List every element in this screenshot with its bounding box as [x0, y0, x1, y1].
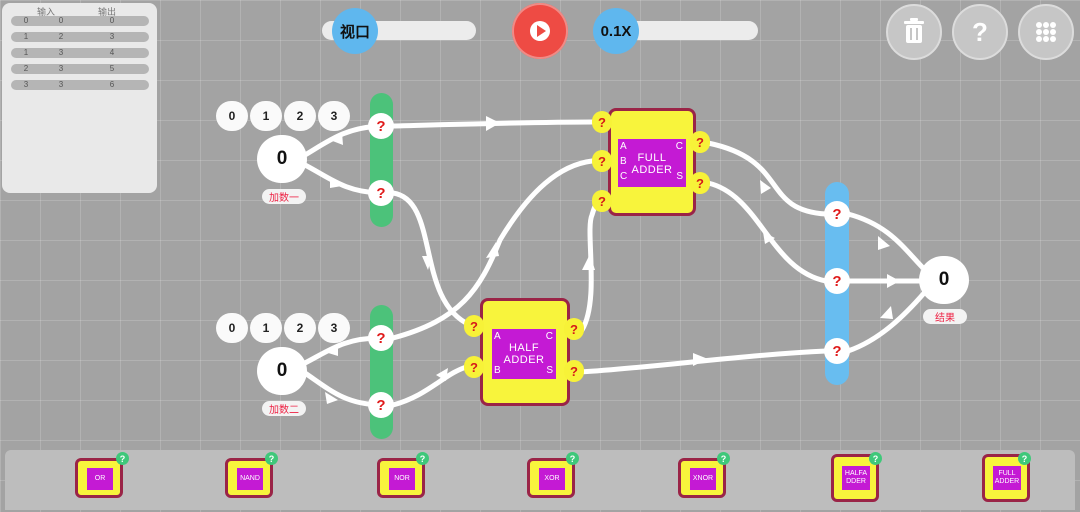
- bus-pin-unknown[interactable]: ?: [824, 268, 850, 294]
- bus-pin-unknown[interactable]: ?: [368, 392, 394, 418]
- addend2-option-0[interactable]: 0: [216, 313, 248, 343]
- bus-pin-unknown[interactable]: ?: [368, 325, 394, 351]
- wire: [845, 289, 928, 354]
- wire-arrow: [760, 180, 771, 194]
- addend1-node[interactable]: 0: [257, 135, 307, 183]
- wire-arrow: [693, 353, 708, 366]
- wire: [577, 348, 829, 375]
- wire-arrow: [330, 178, 342, 188]
- palette-or-help-badge[interactable]: ?: [116, 452, 129, 465]
- bus-pin-unknown[interactable]: ?: [824, 338, 850, 364]
- table-row: 1 2 3: [11, 32, 149, 42]
- wire-arrow: [325, 392, 338, 404]
- wire: [390, 363, 473, 408]
- addend2-label: 加数二: [262, 401, 306, 416]
- addend1-label: 加数一: [262, 189, 306, 204]
- wire-arrow: [436, 368, 448, 381]
- palette-xnor-help-badge[interactable]: ?: [717, 452, 730, 465]
- menu-grid-button[interactable]: [1018, 4, 1074, 60]
- palette-nor-help-badge[interactable]: ?: [416, 452, 429, 465]
- table-row: 0 0 0: [11, 16, 149, 26]
- wire-arrow: [878, 236, 890, 250]
- addend1-option-0[interactable]: 0: [216, 101, 248, 131]
- help-button[interactable]: ?: [952, 4, 1008, 60]
- truth-table-header-input: 输入: [37, 7, 56, 17]
- palette-half-adder-help-badge[interactable]: ?: [869, 452, 882, 465]
- addend2-node[interactable]: 0: [257, 347, 307, 395]
- palette-nand-gate[interactable]: NAND: [225, 458, 273, 498]
- wire: [705, 140, 829, 217]
- full-adder-body: FULL ADDER A B C C S: [618, 139, 686, 187]
- result-node: 0: [919, 256, 969, 304]
- addend2-option-3[interactable]: 3: [318, 313, 350, 343]
- palette-full-adder-help-badge[interactable]: ?: [1018, 452, 1031, 465]
- half-adder-input-a[interactable]: ?: [464, 315, 484, 337]
- palette-nor-gate[interactable]: NOR: [377, 458, 425, 498]
- speed-slider-knob[interactable]: 0.1X: [593, 8, 639, 54]
- table-row: 3 3 6: [11, 80, 149, 90]
- wire-arrow: [325, 344, 338, 356]
- palette-xnor-gate[interactable]: XNOR: [678, 458, 726, 498]
- full-adder-chip[interactable]: FULL ADDER A B C C S: [608, 108, 696, 216]
- wire-arrow: [887, 274, 900, 288]
- full-adder-input-a[interactable]: ?: [592, 111, 612, 133]
- palette-or-gate[interactable]: OR: [75, 458, 123, 498]
- wire: [705, 180, 829, 284]
- full-adder-output-s[interactable]: ?: [690, 172, 710, 194]
- addend1-option-3[interactable]: 3: [318, 101, 350, 131]
- half-adder-body: HALF ADDER A B C S: [492, 329, 556, 379]
- wire: [390, 158, 595, 341]
- wire-arrow: [330, 132, 343, 145]
- trash-icon: [904, 18, 924, 43]
- bus-pin-unknown[interactable]: ?: [368, 113, 394, 139]
- wire-arrow: [422, 256, 432, 270]
- half-adder-output-c[interactable]: ?: [564, 318, 584, 340]
- wire-arrow: [486, 116, 500, 131]
- addend2-option-1[interactable]: 1: [250, 313, 282, 343]
- addend1-option-2[interactable]: 2: [284, 101, 316, 131]
- truth-table-panel: 输入 输出 0 0 0 1 2 3 1 3 4 2 3 5 3 3 6: [2, 3, 157, 193]
- delete-button[interactable]: [886, 4, 942, 60]
- component-palette: OR ? NAND ? NOR ? XOR ? XNOR ? HALFA DDE…: [5, 450, 1075, 510]
- full-adder-input-b[interactable]: ?: [592, 150, 612, 172]
- wire: [845, 211, 928, 273]
- palette-nand-help-badge[interactable]: ?: [265, 452, 278, 465]
- truth-table-header-output: 输出: [98, 7, 117, 17]
- wire-arrow: [582, 254, 595, 270]
- full-adder-input-c[interactable]: ?: [592, 190, 612, 212]
- half-adder-chip[interactable]: HALF ADDER A B C S: [480, 298, 570, 406]
- bus-pin-unknown[interactable]: ?: [368, 180, 394, 206]
- half-adder-output-s[interactable]: ?: [564, 360, 584, 382]
- addend2-option-2[interactable]: 2: [284, 313, 316, 343]
- bus-pin-unknown[interactable]: ?: [824, 201, 850, 227]
- play-button[interactable]: [512, 3, 568, 59]
- wire: [390, 119, 595, 129]
- palette-full-adder[interactable]: FULL ADDER: [982, 454, 1030, 502]
- palette-xor-help-badge[interactable]: ?: [566, 452, 579, 465]
- play-icon: [530, 21, 550, 41]
- palette-xor-gate[interactable]: XOR: [527, 458, 575, 498]
- half-adder-input-b[interactable]: ?: [464, 356, 484, 378]
- addend1-option-1[interactable]: 1: [250, 101, 282, 131]
- full-adder-output-c[interactable]: ?: [690, 131, 710, 153]
- result-label: 结果: [923, 309, 967, 324]
- table-row: 1 3 4: [11, 48, 149, 58]
- wire-arrow: [763, 232, 775, 244]
- wire-arrow: [880, 306, 893, 319]
- wire-arrow: [486, 242, 499, 258]
- table-row: 2 3 5: [11, 64, 149, 74]
- grid-icon: [1036, 22, 1056, 42]
- viewport-slider-knob[interactable]: 视口: [332, 8, 378, 54]
